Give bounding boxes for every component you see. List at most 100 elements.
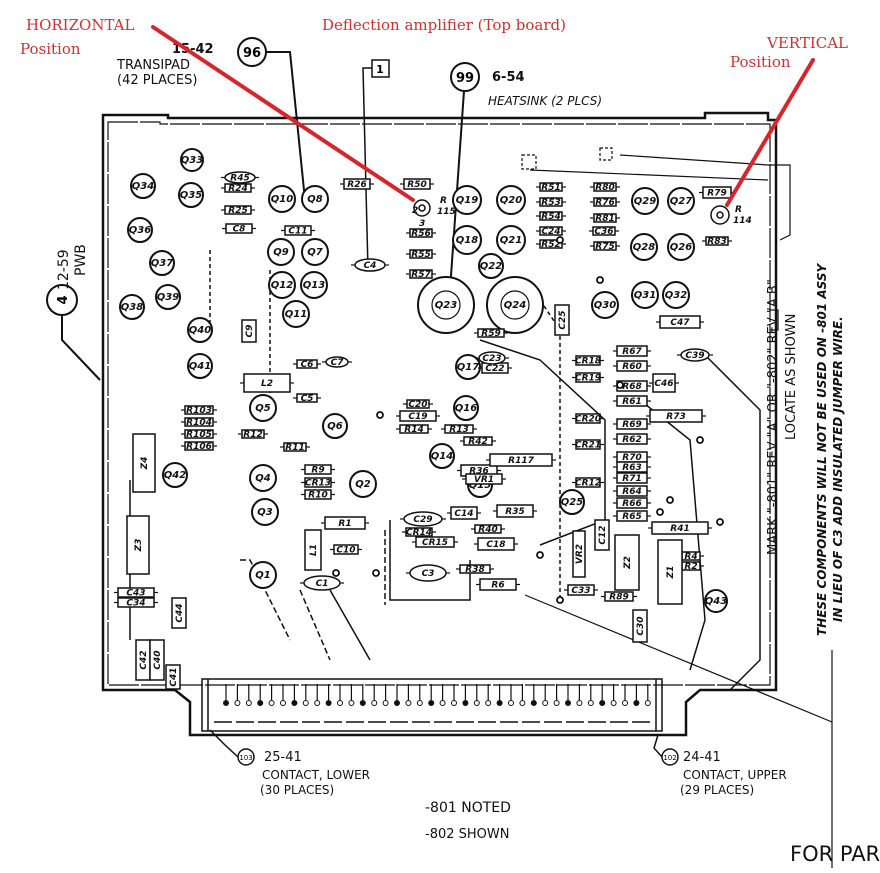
transistor-q41: Q41 bbox=[187, 353, 213, 379]
transistor-label: Q28 bbox=[633, 242, 655, 253]
contact-upper-name: CONTACT, UPPER bbox=[683, 768, 787, 782]
component-label: R57 bbox=[411, 270, 431, 280]
transistor-q29: Q29 bbox=[631, 187, 659, 215]
vertical-annotation-title: VERTICAL bbox=[767, 34, 849, 52]
component-label: R45 bbox=[230, 174, 249, 184]
balloon-102 bbox=[653, 734, 679, 766]
transistor-label: Q8 bbox=[307, 194, 323, 205]
transistor-label: Q17 bbox=[457, 362, 479, 373]
part-cr20: CR20 bbox=[572, 413, 604, 425]
transistor-q20: Q20 bbox=[496, 185, 526, 215]
component-label: R53 bbox=[541, 198, 560, 208]
transistor-q12: Q12 bbox=[268, 271, 296, 299]
connector-pin bbox=[473, 684, 480, 706]
component-label: R60 bbox=[622, 362, 641, 372]
component-label: R25 bbox=[228, 206, 247, 216]
component-label: R51 bbox=[541, 183, 560, 193]
part-l2: L2 bbox=[240, 373, 294, 393]
transistor-q34: Q34 bbox=[130, 173, 156, 199]
resistor-r52: R52 bbox=[536, 239, 566, 250]
mounting-hole bbox=[616, 381, 624, 389]
resistor-r106: R106 bbox=[181, 441, 217, 452]
capacitor-c41: C41 bbox=[165, 664, 181, 690]
transistor-label: Q18 bbox=[456, 235, 478, 246]
transistor-q26: Q26 bbox=[667, 233, 695, 261]
connector-pin bbox=[268, 684, 275, 706]
component-label: R41 bbox=[670, 524, 689, 534]
component-label: C30 bbox=[636, 616, 646, 635]
capacitor-c43: C43 bbox=[114, 587, 158, 599]
component-label: C24 bbox=[541, 227, 560, 237]
transistor-label: Q1 bbox=[255, 570, 270, 581]
component-label: R71 bbox=[622, 474, 641, 484]
connector-pin bbox=[576, 684, 583, 706]
component-label: C7 bbox=[331, 358, 345, 368]
component-label: Z3 bbox=[134, 539, 144, 553]
resistor-r80: R80 bbox=[590, 182, 620, 193]
resistor-r11: R11 bbox=[280, 442, 310, 453]
transistor-q7: Q7 bbox=[301, 238, 329, 266]
balloon-103 bbox=[209, 729, 255, 766]
resistor-r6: R6 bbox=[476, 578, 520, 591]
transistor-label: Q19 bbox=[456, 195, 478, 206]
resistor-r12: R12 bbox=[238, 429, 268, 440]
connector-pin bbox=[337, 684, 343, 706]
transistor-q42: Q42 bbox=[162, 462, 188, 488]
part-z4: Z4 bbox=[132, 433, 156, 493]
transistor-q5: Q5 bbox=[249, 394, 277, 422]
transistor-q8: Q8 bbox=[301, 185, 329, 213]
horizontal-position-pot bbox=[413, 199, 431, 217]
resistor-r71: R71 bbox=[613, 472, 651, 484]
component-label: CR14 bbox=[406, 528, 432, 538]
mounting-hole bbox=[666, 496, 674, 504]
capacitor-c6: C6 bbox=[293, 359, 321, 370]
transistor-label: Q41 bbox=[189, 361, 211, 372]
component-label: C5 bbox=[301, 394, 314, 404]
resistor-r67: R67 bbox=[613, 345, 651, 357]
component-label: CR19 bbox=[575, 374, 601, 384]
mounting-hole bbox=[556, 596, 564, 604]
component-label: CR13 bbox=[305, 479, 331, 489]
resistor-r104: R104 bbox=[181, 417, 217, 428]
connector-pins bbox=[223, 684, 651, 706]
transistor-label: Q9 bbox=[273, 247, 289, 258]
capacitor-c20: C20 bbox=[403, 399, 433, 410]
component-label: R52 bbox=[541, 240, 560, 250]
contact-lower-part-number: 25-41 bbox=[264, 750, 302, 765]
resistor-r40: R40 bbox=[471, 524, 505, 535]
resistor-r1: R1 bbox=[321, 516, 369, 530]
mounting-hole bbox=[376, 411, 384, 419]
component-label: C40 bbox=[153, 650, 163, 669]
edge-connector bbox=[201, 678, 663, 732]
capacitor-c30: C30 bbox=[632, 609, 648, 643]
transistor-q25: Q25 bbox=[559, 489, 585, 515]
component-label: C41 bbox=[169, 667, 179, 686]
component-label: R56 bbox=[411, 229, 430, 239]
connector-pin bbox=[314, 684, 321, 706]
transistor-q43: Q43 bbox=[704, 589, 728, 613]
component-label: R65 bbox=[622, 512, 641, 522]
transistor-label: Q25 bbox=[561, 497, 583, 508]
balloon-102-label: 102 bbox=[663, 754, 676, 762]
component-label: C3 bbox=[422, 569, 435, 579]
transistor-q4: Q4 bbox=[249, 464, 277, 492]
component-label: CR20 bbox=[575, 415, 601, 425]
balloon-1-label: 1 bbox=[376, 63, 384, 76]
transistor-q18: Q18 bbox=[452, 225, 482, 255]
component-label: C36 bbox=[594, 227, 613, 237]
capacitor-c4: C4 bbox=[351, 258, 389, 272]
capacitor-c39: C39 bbox=[677, 348, 713, 362]
transistor-q36: Q36 bbox=[127, 217, 153, 243]
transistor-q40: Q40 bbox=[187, 317, 213, 343]
component-label: C25 bbox=[558, 310, 568, 329]
connector-pin bbox=[622, 684, 628, 706]
balloon-99-label: 99 bbox=[456, 71, 474, 86]
component-label: R59 bbox=[481, 329, 500, 339]
transistor-q1: Q1 bbox=[249, 561, 277, 589]
resistor-r75: R75 bbox=[590, 241, 620, 252]
pot-r115-pin2: 2 bbox=[412, 206, 418, 216]
component-label: C46 bbox=[654, 379, 673, 389]
component-label: R104 bbox=[186, 418, 212, 428]
connector-pin bbox=[530, 684, 537, 706]
transistor-label: Q12 bbox=[271, 280, 293, 291]
